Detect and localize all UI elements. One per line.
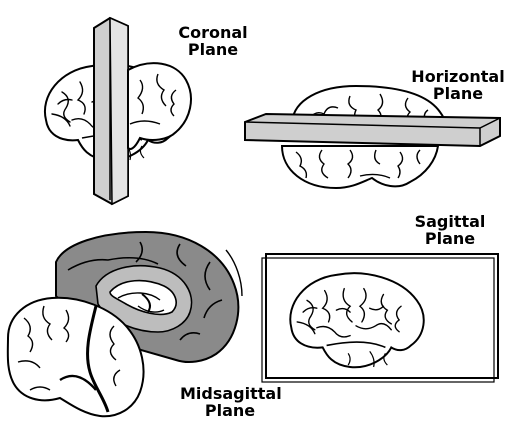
midsagittal-left-hemisphere: [6, 296, 145, 418]
horizontal-brain-bottom: [280, 145, 440, 190]
midsagittal-plane-label: Midsagittal Plane: [180, 384, 282, 420]
horizontal-plane-sheet: [244, 112, 501, 148]
horizontal-label-line2: Plane: [432, 84, 484, 103]
horizontal-plane-label: Horizontal Plane: [410, 68, 506, 102]
horizontal-label-line1: Horizontal: [411, 67, 505, 86]
coronal-label-line1: Coronal: [178, 23, 248, 42]
sagittal-label-line1: Sagittal: [414, 212, 486, 231]
coronal-plane-sheet: [93, 16, 129, 206]
sagittal-label-line2: Plane: [424, 229, 476, 248]
coronal-label-line2: Plane: [187, 40, 239, 59]
midsagittal-label-line1: Midsagittal: [180, 384, 282, 403]
coronal-plane-label: Coronal Plane: [168, 24, 258, 58]
midsagittal-label-line2: Plane: [204, 401, 256, 420]
sagittal-plane-label: Sagittal Plane: [410, 213, 490, 247]
coronal-brain-front: [127, 62, 192, 150]
